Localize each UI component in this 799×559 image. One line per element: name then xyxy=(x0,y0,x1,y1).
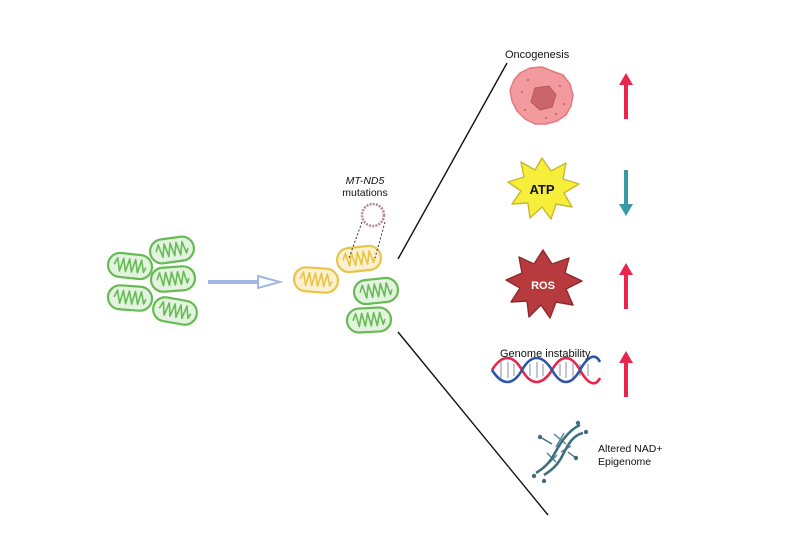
healthy-mitochondrion xyxy=(150,294,200,328)
fan-line-lower xyxy=(397,331,549,516)
arrow-up-oncogenesis xyxy=(619,73,633,119)
healthy-mitochondrion xyxy=(149,264,197,294)
gene-name: MT-ND5 xyxy=(345,175,385,187)
mutant-mitochondrion xyxy=(334,243,384,275)
cancer-cell-icon xyxy=(509,66,574,125)
arrow-down-atp xyxy=(619,170,633,216)
epigenome-dna-icon xyxy=(531,420,589,484)
nad-label-line1: Altered NAD+ xyxy=(598,443,663,455)
ros-burst-icon: ROS xyxy=(505,249,583,319)
healthy-mitochondrion xyxy=(345,305,393,335)
mutant-mitochondria-cluster xyxy=(292,243,401,335)
mutant-mitochondrion xyxy=(292,265,340,295)
atp-burst-icon: ATP xyxy=(507,157,580,220)
atp-label: ATP xyxy=(529,182,554,197)
ros-label: ROS xyxy=(531,280,555,292)
dna-helix-icon xyxy=(490,355,602,385)
nad-label-line2: Epigenome xyxy=(598,456,652,468)
genome-instability-label: Genome instability xyxy=(500,348,591,360)
oncogenesis-label: Oncogenesis xyxy=(505,49,570,61)
healthy-mitochondrion xyxy=(147,233,197,267)
fan-line-upper xyxy=(397,62,508,260)
process-arrow xyxy=(208,274,284,290)
effect-arrows xyxy=(619,73,633,397)
mtdna-callout xyxy=(348,202,386,259)
healthy-mitochondrion xyxy=(106,283,154,313)
mtdna-ring xyxy=(360,202,386,228)
healthy-mitochondria-cluster xyxy=(105,233,200,328)
healthy-mitochondrion xyxy=(351,275,401,307)
mutation-label: MT-ND5 mutations xyxy=(330,175,400,199)
healthy-mitochondrion xyxy=(105,250,155,282)
nad-epigenome-label: Altered NAD+ Epigenome xyxy=(598,443,663,469)
gene-suffix: mutations xyxy=(342,187,388,199)
arrow-up-ros xyxy=(619,263,633,309)
arrow-up-genome-instability xyxy=(619,351,633,397)
